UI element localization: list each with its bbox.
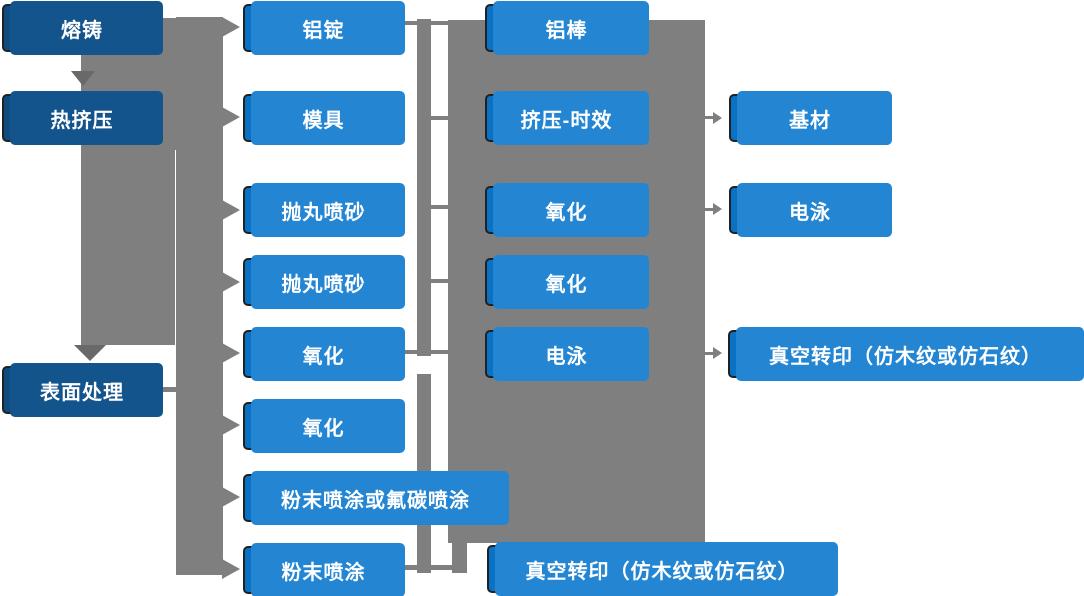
connector-stub-oxidation-to-bar (403, 350, 418, 354)
node-oxidation-3: 氧化 (485, 183, 649, 237)
node-shot-blasting-1-label: 抛丸喷砂 (281, 201, 366, 224)
connector-bottom-leg (452, 540, 467, 573)
arrowhead-to-electrophoresis (713, 203, 722, 215)
node-oxidation-4-label: 氧化 (545, 273, 588, 296)
node-electrophoresis-1-label: 电泳 (545, 345, 588, 368)
connector-bar-upper (417, 19, 431, 356)
arrowhead-to-shot-blasting-2 (222, 272, 240, 292)
connector-stub-to-vacuum-transfer (704, 352, 714, 355)
connector-stub-bar-to-band-row3 (431, 205, 449, 209)
arrowhead-to-mold (222, 107, 240, 127)
node-aluminum-ingot-label: 铝锭 (302, 19, 345, 42)
node-powder-coating-label: 粉末喷涂 (281, 561, 366, 584)
connector-distribution-band (176, 17, 223, 575)
node-oxidation-1-label: 氧化 (302, 345, 345, 368)
connector-stub-bottom (403, 565, 454, 570)
node-aluminum-rod: 铝棒 (485, 1, 649, 55)
connector-stub-bar-to-band-row4 (431, 279, 449, 283)
node-oxidation-4: 氧化 (485, 255, 649, 309)
connector-stub-ingot-to-bar (403, 21, 418, 25)
node-electrophoresis-2-label: 电泳 (789, 201, 831, 224)
node-extrusion-aging-label: 挤压-时效 (520, 109, 613, 132)
connector-stub-bar-to-band-row5 (431, 350, 449, 354)
node-mold-label: 模具 (302, 109, 345, 132)
node-hot-extrusion: 热挤压 (2, 91, 163, 145)
node-shot-blasting-2: 抛丸喷砂 (243, 255, 405, 309)
node-vacuum-transfer-print-1-label: 真空转印（仿木纹或仿石纹） (525, 560, 799, 583)
connector-stub-surface-treatment (162, 387, 177, 392)
node-surface-treatment-label: 表面处理 (40, 381, 124, 404)
node-melting-label: 熔铸 (61, 19, 103, 42)
node-electrophoresis-1: 电泳 (485, 327, 649, 381)
node-powder-or-fluorocarbon-coating-label: 粉末喷涂或氟碳喷涂 (281, 489, 470, 512)
connector-stub-bar-to-band-row1 (431, 21, 449, 25)
node-shot-blasting-1: 抛丸喷砂 (243, 183, 405, 237)
node-surface-treatment: 表面处理 (2, 363, 163, 417)
arrowhead-to-aluminum-ingot (222, 17, 240, 37)
node-extrusion-aging: 挤压-时效 (485, 91, 649, 145)
node-hot-extrusion-label: 热挤压 (50, 109, 114, 132)
node-vacuum-transfer-print-2: 真空转印（仿木纹或仿石纹） (728, 327, 1084, 381)
node-vacuum-transfer-print-1: 真空转印（仿木纹或仿石纹） (487, 542, 838, 596)
node-melting: 熔铸 (2, 1, 163, 55)
node-powder-coating: 粉末喷涂 (243, 543, 405, 596)
node-electrophoresis-2: 电泳 (729, 183, 892, 237)
node-oxidation-2-label: 氧化 (302, 417, 345, 440)
node-oxidation-2: 氧化 (243, 399, 405, 453)
node-base-material: 基材 (729, 91, 892, 145)
connector-stub-bar-to-band-row2 (431, 116, 449, 120)
connector-top-patch (163, 18, 177, 52)
arrowhead-to-oxidation-2 (222, 415, 240, 435)
arrowhead-to-powder-coating (222, 559, 240, 579)
arrowhead-to-powder-or-fluorocarbon (222, 487, 240, 507)
arrowhead-to-base-material (713, 112, 722, 124)
connector-stub-to-electrophoresis (704, 208, 714, 211)
node-shot-blasting-2-label: 抛丸喷砂 (281, 273, 366, 296)
node-powder-or-fluorocarbon-coating: 粉末喷涂或氟碳喷涂 (243, 471, 509, 525)
node-base-material-label: 基材 (789, 109, 831, 132)
arrowhead-to-oxidation-1 (222, 343, 240, 363)
arrowhead-to-vacuum-transfer (713, 347, 722, 359)
node-vacuum-transfer-print-2-label: 真空转印（仿木纹或仿石纹） (769, 345, 1042, 368)
arrowhead-to-shot-blasting-1 (222, 200, 240, 220)
node-aluminum-ingot: 铝锭 (243, 1, 405, 55)
node-oxidation-3-label: 氧化 (545, 201, 588, 224)
connector-stub-to-base-material (704, 116, 714, 119)
node-aluminum-rod-label: 铝棒 (545, 19, 588, 42)
node-oxidation-1: 氧化 (243, 327, 405, 381)
arrow-down-to-surface-treatment (74, 345, 106, 361)
arrow-down-to-hot-extrusion (71, 71, 95, 86)
node-mold: 模具 (243, 91, 405, 145)
